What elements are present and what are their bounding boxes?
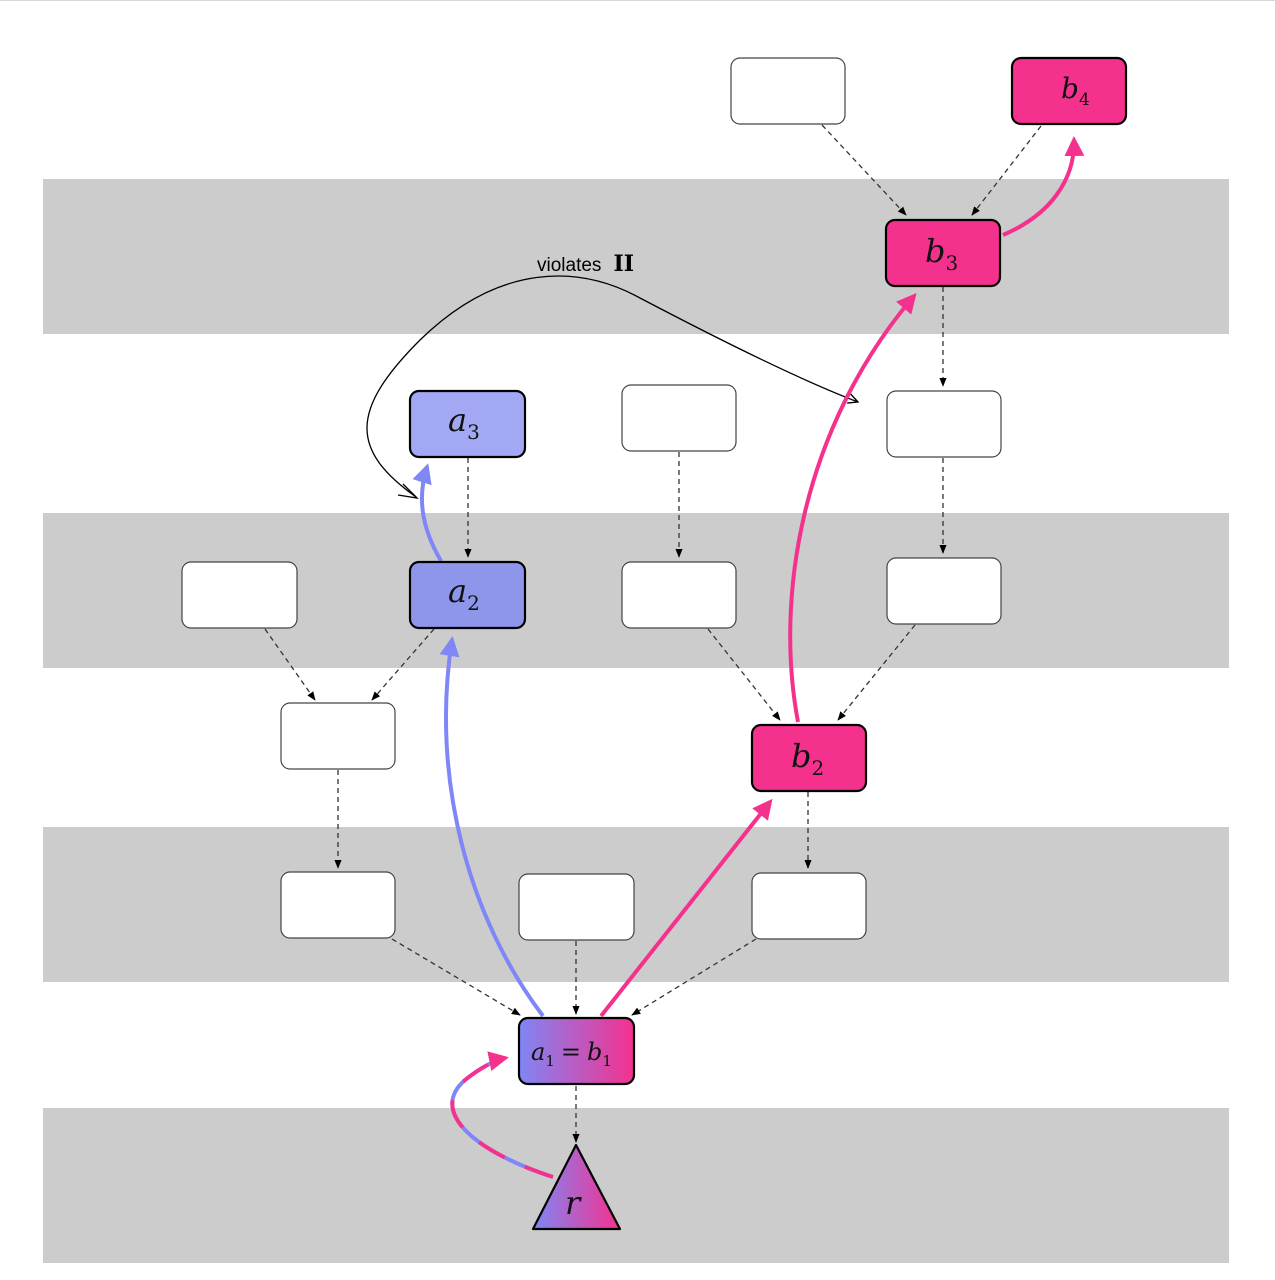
band-4 (43, 1108, 1229, 1263)
top-border (0, 0, 1275, 1)
empty-nodes (181, 57, 1002, 941)
edge-bottom-left-to-a1b1 (391, 938, 521, 1016)
level-bands (43, 179, 1229, 1263)
dashed-edges (264, 124, 1042, 1143)
empty-node-right-mid (886, 557, 1002, 625)
empty-node-mid-upper (621, 384, 737, 452)
violates-curve (366, 275, 858, 498)
empty-node-bottom-mid (518, 873, 635, 941)
node-b3: b3 (884, 218, 1002, 288)
band-1 (43, 179, 1229, 334)
edge-bottom-right-to-a1b1 (631, 938, 757, 1016)
empty-node-top (730, 57, 846, 125)
node-b4: b4 (1010, 56, 1128, 126)
edge-a2-to-left-lower (371, 628, 435, 701)
pink-path-b2-to-b3 (788, 292, 917, 723)
node-a2: a2 (408, 560, 527, 630)
svg-text:a1=b1: a1=b1 (531, 1038, 612, 1070)
edge-b4-to-b3 (971, 125, 1042, 216)
pink-path-b3-to-b4 (1002, 136, 1085, 237)
empty-node-bottom-right (751, 872, 867, 940)
empty-node-left-lower (280, 702, 396, 770)
svg-text:a2: a2 (448, 572, 480, 615)
edge-top-empty-to-b3 (821, 124, 907, 216)
svg-text:b4: b4 (1061, 72, 1090, 110)
violates-label: violates II (537, 251, 634, 277)
node-root-triangle: r (531, 1143, 622, 1231)
edge-left-box-to-left-lower (264, 628, 316, 701)
svg-text:b2: b2 (791, 737, 824, 780)
pink-path-a1b1-to-b2 (599, 798, 773, 1018)
empty-node-right-upper (886, 390, 1002, 458)
svg-text:a3: a3 (448, 401, 480, 444)
blue-path-a1b1-to-a2 (439, 636, 545, 1018)
svg-text:r: r (565, 1184, 582, 1222)
svg-text:b3: b3 (925, 232, 958, 275)
mixed-path-root-to-a1b1-pink (450, 1051, 554, 1179)
node-a1-equals-b1: a1=b1 (517, 1016, 636, 1086)
empty-node-left-mid (181, 561, 298, 629)
edge-mid-lower-to-b2 (707, 628, 781, 721)
band-3 (43, 827, 1229, 982)
node-b2: b2 (750, 723, 868, 793)
edge-right-mid-to-b2 (837, 624, 916, 721)
empty-node-bottom-left (280, 871, 396, 939)
blue-path-a2-to-a3 (412, 463, 443, 563)
empty-node-mid-mid (621, 561, 737, 629)
violates-curve-start-arrow (397, 483, 419, 499)
node-a3: a3 (408, 389, 527, 459)
